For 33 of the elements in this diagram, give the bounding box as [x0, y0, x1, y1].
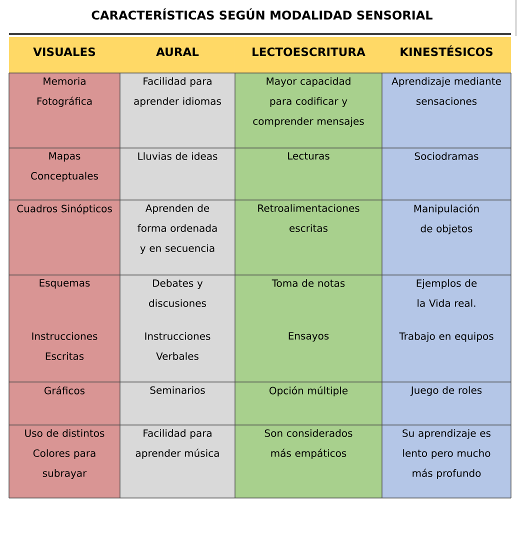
header-cell: VISUALES [9, 37, 120, 73]
table-cell: Uso de distintos Colores para subrayar [9, 425, 120, 498]
table-cell: Son considerados más empáticos [235, 425, 382, 498]
table-title: CARACTERÍSTICAS SEGÚN MODALIDAD SENSORIAL [9, 8, 511, 35]
table-cell: Opción múltiple [235, 382, 382, 425]
table-cell: Seminarios [120, 382, 235, 425]
table-cell: Aprendizaje mediante sensaciones [382, 73, 511, 148]
table-cell: Toma de notas [235, 275, 382, 328]
table-cell: Mayor capacidad para codificar y comprender mensajes [235, 73, 382, 148]
header-cell: AURAL [120, 37, 235, 73]
table-cell: Instrucciones Escritas [9, 328, 120, 382]
table-cell: Aprenden de forma ordenada y en secuencia [120, 200, 235, 275]
table-cell: Ensayos [235, 328, 382, 382]
header-cell: LECTOESCRITURA [235, 37, 382, 73]
table-cell: Manipulación de objetos [382, 200, 511, 275]
table-cell: Cuadros Sinópticos [9, 200, 120, 275]
table-cell: Lluvias de ideas [120, 148, 235, 200]
table-cell: Lecturas [235, 148, 382, 200]
table-cell: Sociodramas [382, 148, 511, 200]
table-cell: Facilidad para aprender idiomas [120, 73, 235, 148]
table-cell: Facilidad para aprender música [120, 425, 235, 498]
table-cell: Mapas Conceptuales [9, 148, 120, 200]
table-cell: Trabajo en equipos [382, 328, 511, 382]
table-cell: Esquemas [9, 275, 120, 328]
table-cell: Gráficos [9, 382, 120, 425]
table-cell: Debates y discusiones [120, 275, 235, 328]
table-cell: Juego de roles [382, 382, 511, 425]
table-cell: Instrucciones Verbales [120, 328, 235, 382]
table-cell: Su aprendizaje es lento pero mucho más profundo [382, 425, 511, 498]
table-cell: Ejemplos de la Vida real. [382, 275, 511, 328]
header-cell: KINESTÉSICOS [382, 37, 511, 73]
table-cell: Retroalimentaciones escritas [235, 200, 382, 275]
table-cell: Memoria Fotográfica [9, 73, 120, 148]
